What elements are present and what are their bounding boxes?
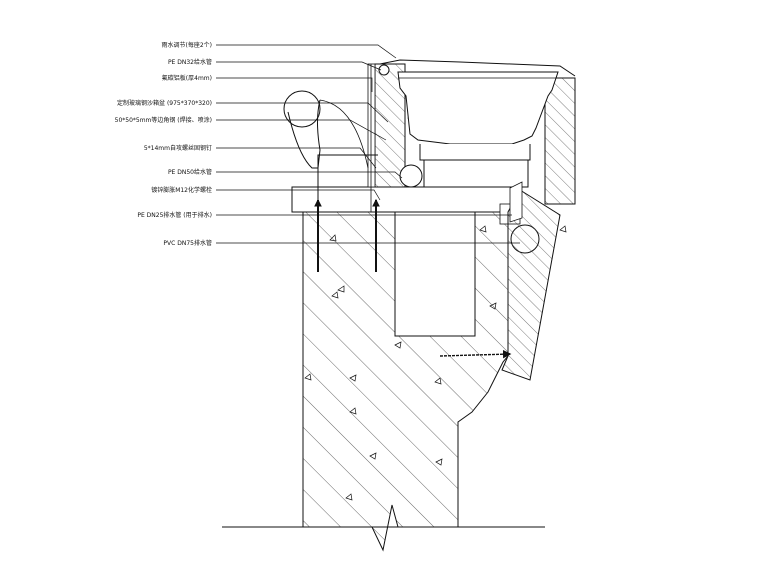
sink-drain-body (423, 159, 529, 188)
sink-basin (397, 71, 559, 145)
pipe-dn50 (399, 164, 423, 188)
label-5: 5*14mm自攻螺丝固钢钉 (144, 144, 212, 152)
overflow-curve (287, 99, 321, 169)
drain-tube (509, 181, 523, 223)
right-cladding-wall (544, 77, 576, 205)
label-0: 雨水调节(每座2个) (162, 41, 213, 49)
sloped-side-panel (501, 189, 561, 381)
label-2: 氟碳铝板(厚4mm) (162, 74, 212, 82)
pipe-dn32 (378, 64, 390, 76)
cap-slab (291, 186, 515, 213)
label-8: PE DN25排水管 (用于排水) (137, 211, 212, 219)
labels: 雨水调节(每座2个) PE DN32给水管 氟碳铝板(厚4mm) 定制玻璃钢沙箱… (115, 41, 212, 247)
angle-steel (317, 154, 378, 212)
label-9: PVC DN75排水管 (163, 239, 212, 247)
overflow-pipe (283, 90, 321, 128)
inner-void (394, 211, 476, 337)
drain-flow-arrow (439, 350, 512, 359)
label-3: 定制玻璃钢沙箱盆 (975*370*320) (117, 99, 212, 107)
aggregate-marks (304, 113, 567, 501)
bolt-arrows (314, 198, 380, 207)
leader-lines (216, 44, 520, 244)
left-cladding-inner (367, 63, 376, 188)
label-4: 50*50*5mm等边角钢 (焊接、喷涂) (115, 116, 212, 124)
anchor-bolts (317, 200, 377, 272)
overflow-curve-2 (319, 99, 369, 169)
label-1: PE DN32给水管 (168, 58, 212, 66)
top-cap-plate (379, 59, 576, 77)
sink-neck (419, 144, 531, 161)
label-7: 镀锌膨胀M12化学螺栓 (151, 186, 212, 194)
label-6: PE DN50给水管 (168, 168, 212, 176)
